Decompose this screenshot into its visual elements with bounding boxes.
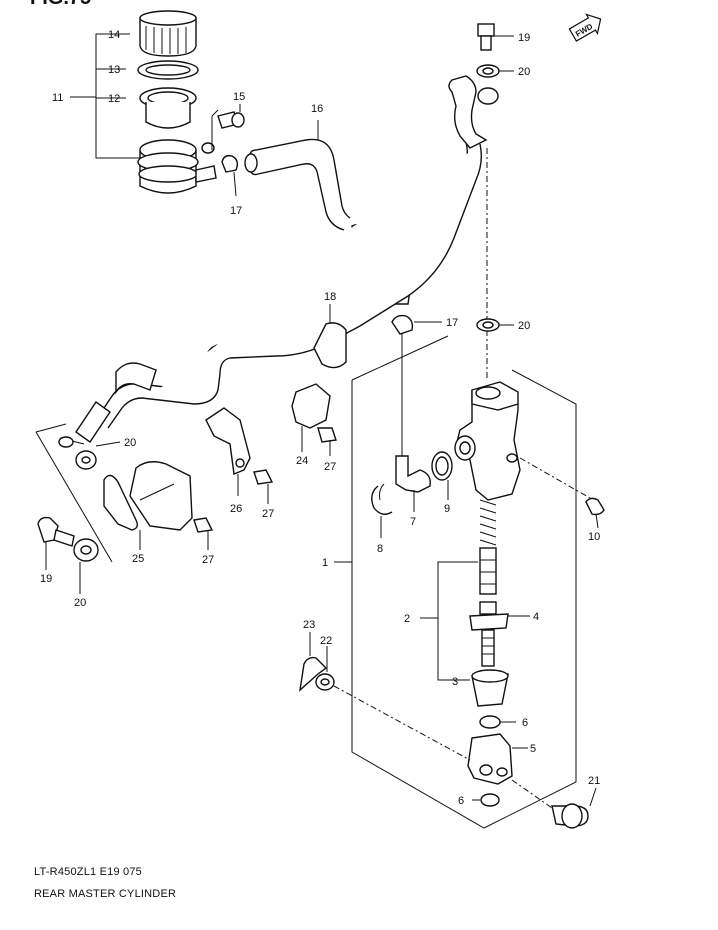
washer-20-lower [75, 441, 121, 470]
fitting-7 [395, 455, 431, 512]
callout-11-bracket [70, 33, 140, 159]
piston-assembly-2 [420, 499, 497, 681]
washer-22 [315, 646, 471, 761]
callout-20-mid: 20 [518, 320, 530, 332]
callout-20-left: 20 [124, 437, 136, 449]
callout-19-upper: 19 [518, 32, 530, 44]
clamp-24 [291, 383, 331, 452]
callout-10: 10 [588, 531, 600, 543]
callout-17-lower: 17 [446, 317, 458, 329]
upper-banjo-bolt [476, 23, 514, 380]
callout-2: 2 [404, 613, 410, 625]
bolt-19-lower [37, 516, 75, 570]
reservoir-assembly [137, 10, 217, 194]
callout-5: 5 [530, 743, 536, 755]
clevis-5 [467, 733, 528, 785]
callout-labels: 14 13 12 11 15 16 17 19 20 20 18 17 20 2… [40, 29, 600, 807]
callout-22: 22 [320, 635, 332, 647]
cotter-pin-23 [299, 632, 328, 692]
callout-18: 18 [324, 291, 336, 303]
figure-name: REAR MASTER CYLINDER [34, 888, 177, 900]
hose-guard-25 [103, 461, 193, 550]
callout-6-lower: 6 [458, 795, 464, 807]
callout-26: 26 [230, 503, 242, 515]
clamp-26 [205, 407, 251, 496]
figure-code: LT-R450ZL1 E19 075 [34, 866, 142, 878]
bolt-27-b [253, 469, 274, 504]
callout-13: 13 [108, 64, 120, 76]
callout-20-upper: 20 [518, 66, 530, 78]
callout-1-box [334, 335, 577, 829]
brake-hose [58, 75, 488, 448]
callout-16: 16 [311, 103, 323, 115]
callout-1: 1 [322, 557, 328, 569]
boot-3 [471, 669, 509, 707]
callout-7: 7 [410, 516, 416, 528]
callout-17-upper: 17 [230, 205, 242, 217]
clamp-17-lower [391, 314, 442, 460]
callout-6-upper: 6 [522, 717, 528, 729]
callout-8: 8 [377, 543, 383, 555]
screw-15 [211, 104, 245, 150]
bolt-27-c [193, 517, 214, 550]
figure-title: FIG.75 [30, 0, 91, 9]
callout-4: 4 [533, 611, 539, 623]
pushrod-4 [469, 601, 530, 667]
callout-27-b: 27 [262, 508, 274, 520]
callout-12: 12 [108, 93, 120, 105]
grommet-18 [313, 304, 347, 369]
master-cylinder-body [454, 381, 591, 501]
callout-23: 23 [303, 619, 315, 631]
callout-15: 15 [233, 91, 245, 103]
callout-3: 3 [452, 676, 458, 688]
callout-24: 24 [296, 455, 308, 467]
callout-lower-left-lines [35, 423, 113, 563]
callout-27-c: 27 [202, 554, 214, 566]
callout-14: 14 [108, 29, 120, 41]
callout-21: 21 [588, 775, 600, 787]
nut-6-lower [472, 793, 500, 807]
circlip-8 [371, 483, 393, 538]
callout-27-a: 27 [324, 461, 336, 473]
oring-9 [431, 451, 453, 500]
callout-19-lower: 19 [40, 573, 52, 585]
fwd-arrow-icon: FWD [568, 13, 602, 42]
nut-6-upper [479, 715, 516, 729]
callout-25: 25 [132, 553, 144, 565]
bolt-27-a [317, 427, 337, 456]
clevis-pin-21 [511, 779, 597, 829]
callout-11: 11 [52, 92, 63, 104]
screw-10 [585, 497, 605, 529]
callout-20-bottom: 20 [74, 597, 86, 609]
clamp-17-upper [221, 154, 239, 197]
callout-9: 9 [444, 503, 450, 515]
washer-20-bottom [73, 538, 99, 594]
